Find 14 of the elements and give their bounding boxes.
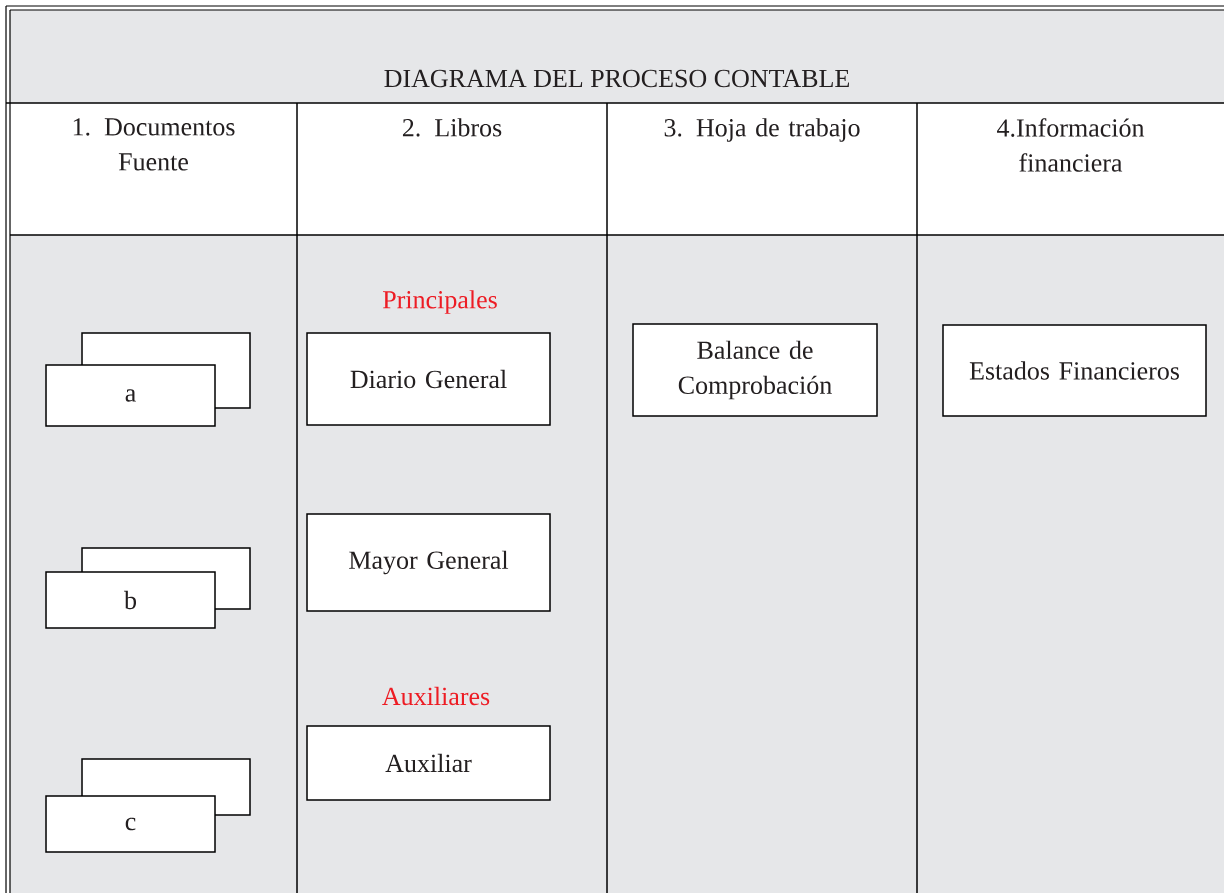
document-stack: b	[45, 547, 251, 629]
document-stack: c	[45, 758, 251, 853]
column-header: 2. Libros	[402, 118, 502, 137]
column-header: 1. Documentos Fuente	[73, 118, 235, 171]
process-box: Balance de Comprobación	[632, 323, 878, 417]
process-box: Auxiliar	[306, 725, 551, 801]
process-box: Mayor General	[306, 513, 551, 612]
process-box: Estados Financieros	[942, 324, 1207, 417]
process-box: Diario General	[306, 332, 551, 426]
title: DIAGRAMA DEL PROCESO CONTABLE	[384, 69, 849, 88]
column-header: 4.Información financiera	[997, 118, 1145, 172]
document-stack: a	[45, 332, 251, 427]
column-header: 3. Hoja de trabajo	[664, 118, 860, 142]
group-heading: Auxiliares	[382, 686, 490, 706]
